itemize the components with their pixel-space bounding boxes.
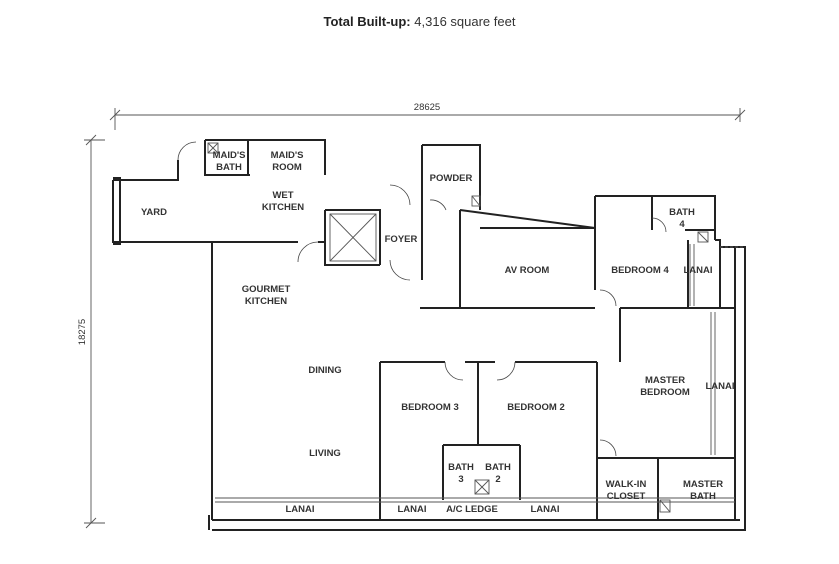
room-lanai-master: LANAI xyxy=(705,381,734,392)
ducts xyxy=(207,142,709,513)
interior-walls xyxy=(204,140,736,520)
room-gourmet-kitchen-line1: GOURMET xyxy=(242,284,291,295)
room-maids-room-line2: ROOM xyxy=(272,162,302,173)
room-wet-kitchen-line2: KITCHEN xyxy=(262,202,304,213)
room-living: LIVING xyxy=(309,448,341,459)
room-maids-room-line1: MAID'S xyxy=(271,150,304,161)
outer-walls xyxy=(112,139,746,531)
room-lanai-living: LANAI xyxy=(285,504,314,515)
room-av-room: AV ROOM xyxy=(505,265,550,276)
door-swings xyxy=(177,141,667,457)
room-foyer: FOYER xyxy=(385,234,418,245)
room-ac-ledge: A/C LEDGE xyxy=(446,504,498,515)
room-master-bath-line1: MASTER xyxy=(683,479,723,490)
room-bath3-line2: 3 xyxy=(458,474,463,485)
room-bedroom3: BEDROOM 3 xyxy=(401,402,459,413)
room-maids-bath-line1: MAID'S xyxy=(213,150,246,161)
room-bath3-line1: BATH xyxy=(448,462,474,473)
room-bedroom4: BEDROOM 4 xyxy=(611,265,669,276)
room-bedroom2: BEDROOM 2 xyxy=(507,402,565,413)
room-walkin-closet-line2: CLOSET xyxy=(607,491,646,502)
lift-shaft xyxy=(329,213,377,262)
room-master-bedroom-line2: BEDROOM xyxy=(640,387,690,398)
built-up-value: 4,316 square feet xyxy=(414,14,516,29)
room-powder: POWDER xyxy=(430,173,473,184)
height-dimension: 18275 xyxy=(77,319,88,345)
room-master-bedroom-line1: MASTER xyxy=(645,375,685,386)
room-bath4-line2: 4 xyxy=(679,219,685,230)
room-master-bath-line2: BATH xyxy=(690,491,716,502)
room-yard: YARD xyxy=(141,207,167,218)
room-bath4-line1: BATH xyxy=(669,207,695,218)
width-dimension: 28625 xyxy=(414,102,440,113)
lanai-railings xyxy=(215,244,745,503)
room-walkin-closet-line1: WALK-IN xyxy=(606,479,647,490)
room-maids-bath-line2: BATH xyxy=(216,162,242,173)
room-gourmet-kitchen-line2: KITCHEN xyxy=(245,296,287,307)
room-lanai-bedroom3: LANAI xyxy=(397,504,426,515)
built-up-label: Total Built-up: xyxy=(323,14,411,29)
room-bath2-line2: 2 xyxy=(495,474,500,485)
room-wet-kitchen-line1: WET xyxy=(272,190,293,201)
dimension-lines xyxy=(84,108,746,529)
room-lanai-bedroom2: LANAI xyxy=(530,504,559,515)
room-bath2-line1: BATH xyxy=(485,462,511,473)
room-lanai-bedroom4: LANAI xyxy=(683,265,712,276)
room-dining: DINING xyxy=(308,365,341,376)
total-built-up: Total Built-up: 4,316 square feet xyxy=(0,14,839,29)
